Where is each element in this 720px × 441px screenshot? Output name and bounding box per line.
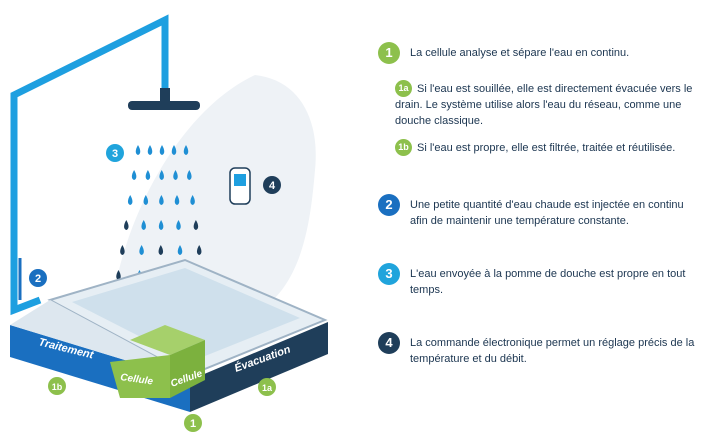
- step-3-badge: 3: [378, 263, 400, 285]
- water-drop: [158, 220, 164, 230]
- marker-3: 3: [106, 144, 124, 162]
- step-2: 2 Une petite quantité d'eau chaude est i…: [378, 194, 708, 230]
- shower-diagram: Traitement Évacuation Cellule Cellule 3 …: [10, 14, 328, 432]
- cell-left-label: Cellule: [120, 372, 154, 388]
- water-drop: [187, 170, 192, 180]
- step-2-badge: 2: [378, 194, 400, 216]
- water-drop: [127, 195, 133, 205]
- water-drop: [193, 220, 199, 230]
- step-1a: 1a Si l'eau est souillée, elle est direc…: [395, 80, 705, 130]
- svg-text:4: 4: [269, 180, 276, 192]
- svg-text:1: 1: [190, 418, 196, 430]
- water-drop: [145, 170, 151, 180]
- water-drop: [158, 245, 164, 255]
- water-drop: [124, 220, 129, 230]
- marker-1: 1: [184, 414, 202, 432]
- water-drop: [177, 245, 183, 255]
- step-1a-text: Si l'eau est souillée, elle est directem…: [395, 83, 693, 127]
- water-drop: [171, 145, 177, 155]
- svg-text:3: 3: [112, 148, 118, 160]
- water-drop: [139, 245, 144, 255]
- step-4-badge: 4: [378, 332, 400, 354]
- svg-text:1b: 1b: [52, 382, 63, 392]
- water-drop: [183, 145, 189, 155]
- water-drop: [120, 245, 125, 255]
- water-pipe: [10, 14, 169, 316]
- marker-2: 2: [29, 269, 47, 287]
- step-1-text: La cellule analyse et sépare l'eau en co…: [410, 47, 630, 59]
- step-3-text: L'eau envoyée à la pomme de douche est p…: [410, 268, 686, 296]
- step-1b-text: Si l'eau est propre, elle est filtrée, t…: [417, 142, 676, 154]
- marker-4: 4: [263, 176, 281, 194]
- step-1b-badge: 1b: [395, 139, 412, 156]
- step-2-text: Une petite quantité d'eau chaude est inj…: [410, 199, 684, 227]
- step-4-text: La commande électronique permet un régla…: [410, 337, 695, 365]
- water-drop: [131, 170, 137, 180]
- water-drop: [196, 245, 202, 255]
- water-drop: [143, 195, 149, 205]
- marker-1a: 1a: [258, 378, 276, 396]
- svg-text:1a: 1a: [262, 383, 273, 393]
- step-1-badge: 1: [378, 42, 400, 64]
- water-drop: [159, 145, 165, 155]
- svg-text:2: 2: [35, 273, 41, 285]
- water-drop: [173, 170, 178, 180]
- water-drop: [190, 195, 195, 205]
- water-drop: [176, 220, 181, 230]
- step-1a-badge: 1a: [395, 80, 412, 97]
- water-drop: [141, 220, 146, 230]
- cell-top: [130, 325, 205, 355]
- shower-head-stem: [160, 88, 170, 104]
- step-1b: 1b Si l'eau est propre, elle est filtrée…: [395, 139, 705, 159]
- base-right-panel: [190, 322, 328, 412]
- water-drop: [159, 195, 164, 205]
- step-3: 3 L'eau envoyée à la pomme de douche est…: [378, 263, 708, 299]
- background-leaf: [110, 75, 316, 320]
- water-drop: [174, 195, 180, 205]
- water-drop: [147, 145, 153, 155]
- cell-left-face: [110, 355, 170, 398]
- water-drop: [159, 170, 164, 180]
- step-4: 4 La commande électronique permet un rég…: [378, 332, 708, 368]
- cell-right-face: [170, 340, 205, 398]
- shower-tray-inner: [72, 268, 300, 362]
- step-1: 1 La cellule analyse et sépare l'eau en …: [378, 42, 698, 66]
- water-drop: [116, 270, 121, 280]
- marker-1b: 1b: [48, 377, 66, 395]
- control-screen: [234, 174, 246, 186]
- shower-head: [128, 101, 200, 110]
- water-drop: [135, 145, 141, 155]
